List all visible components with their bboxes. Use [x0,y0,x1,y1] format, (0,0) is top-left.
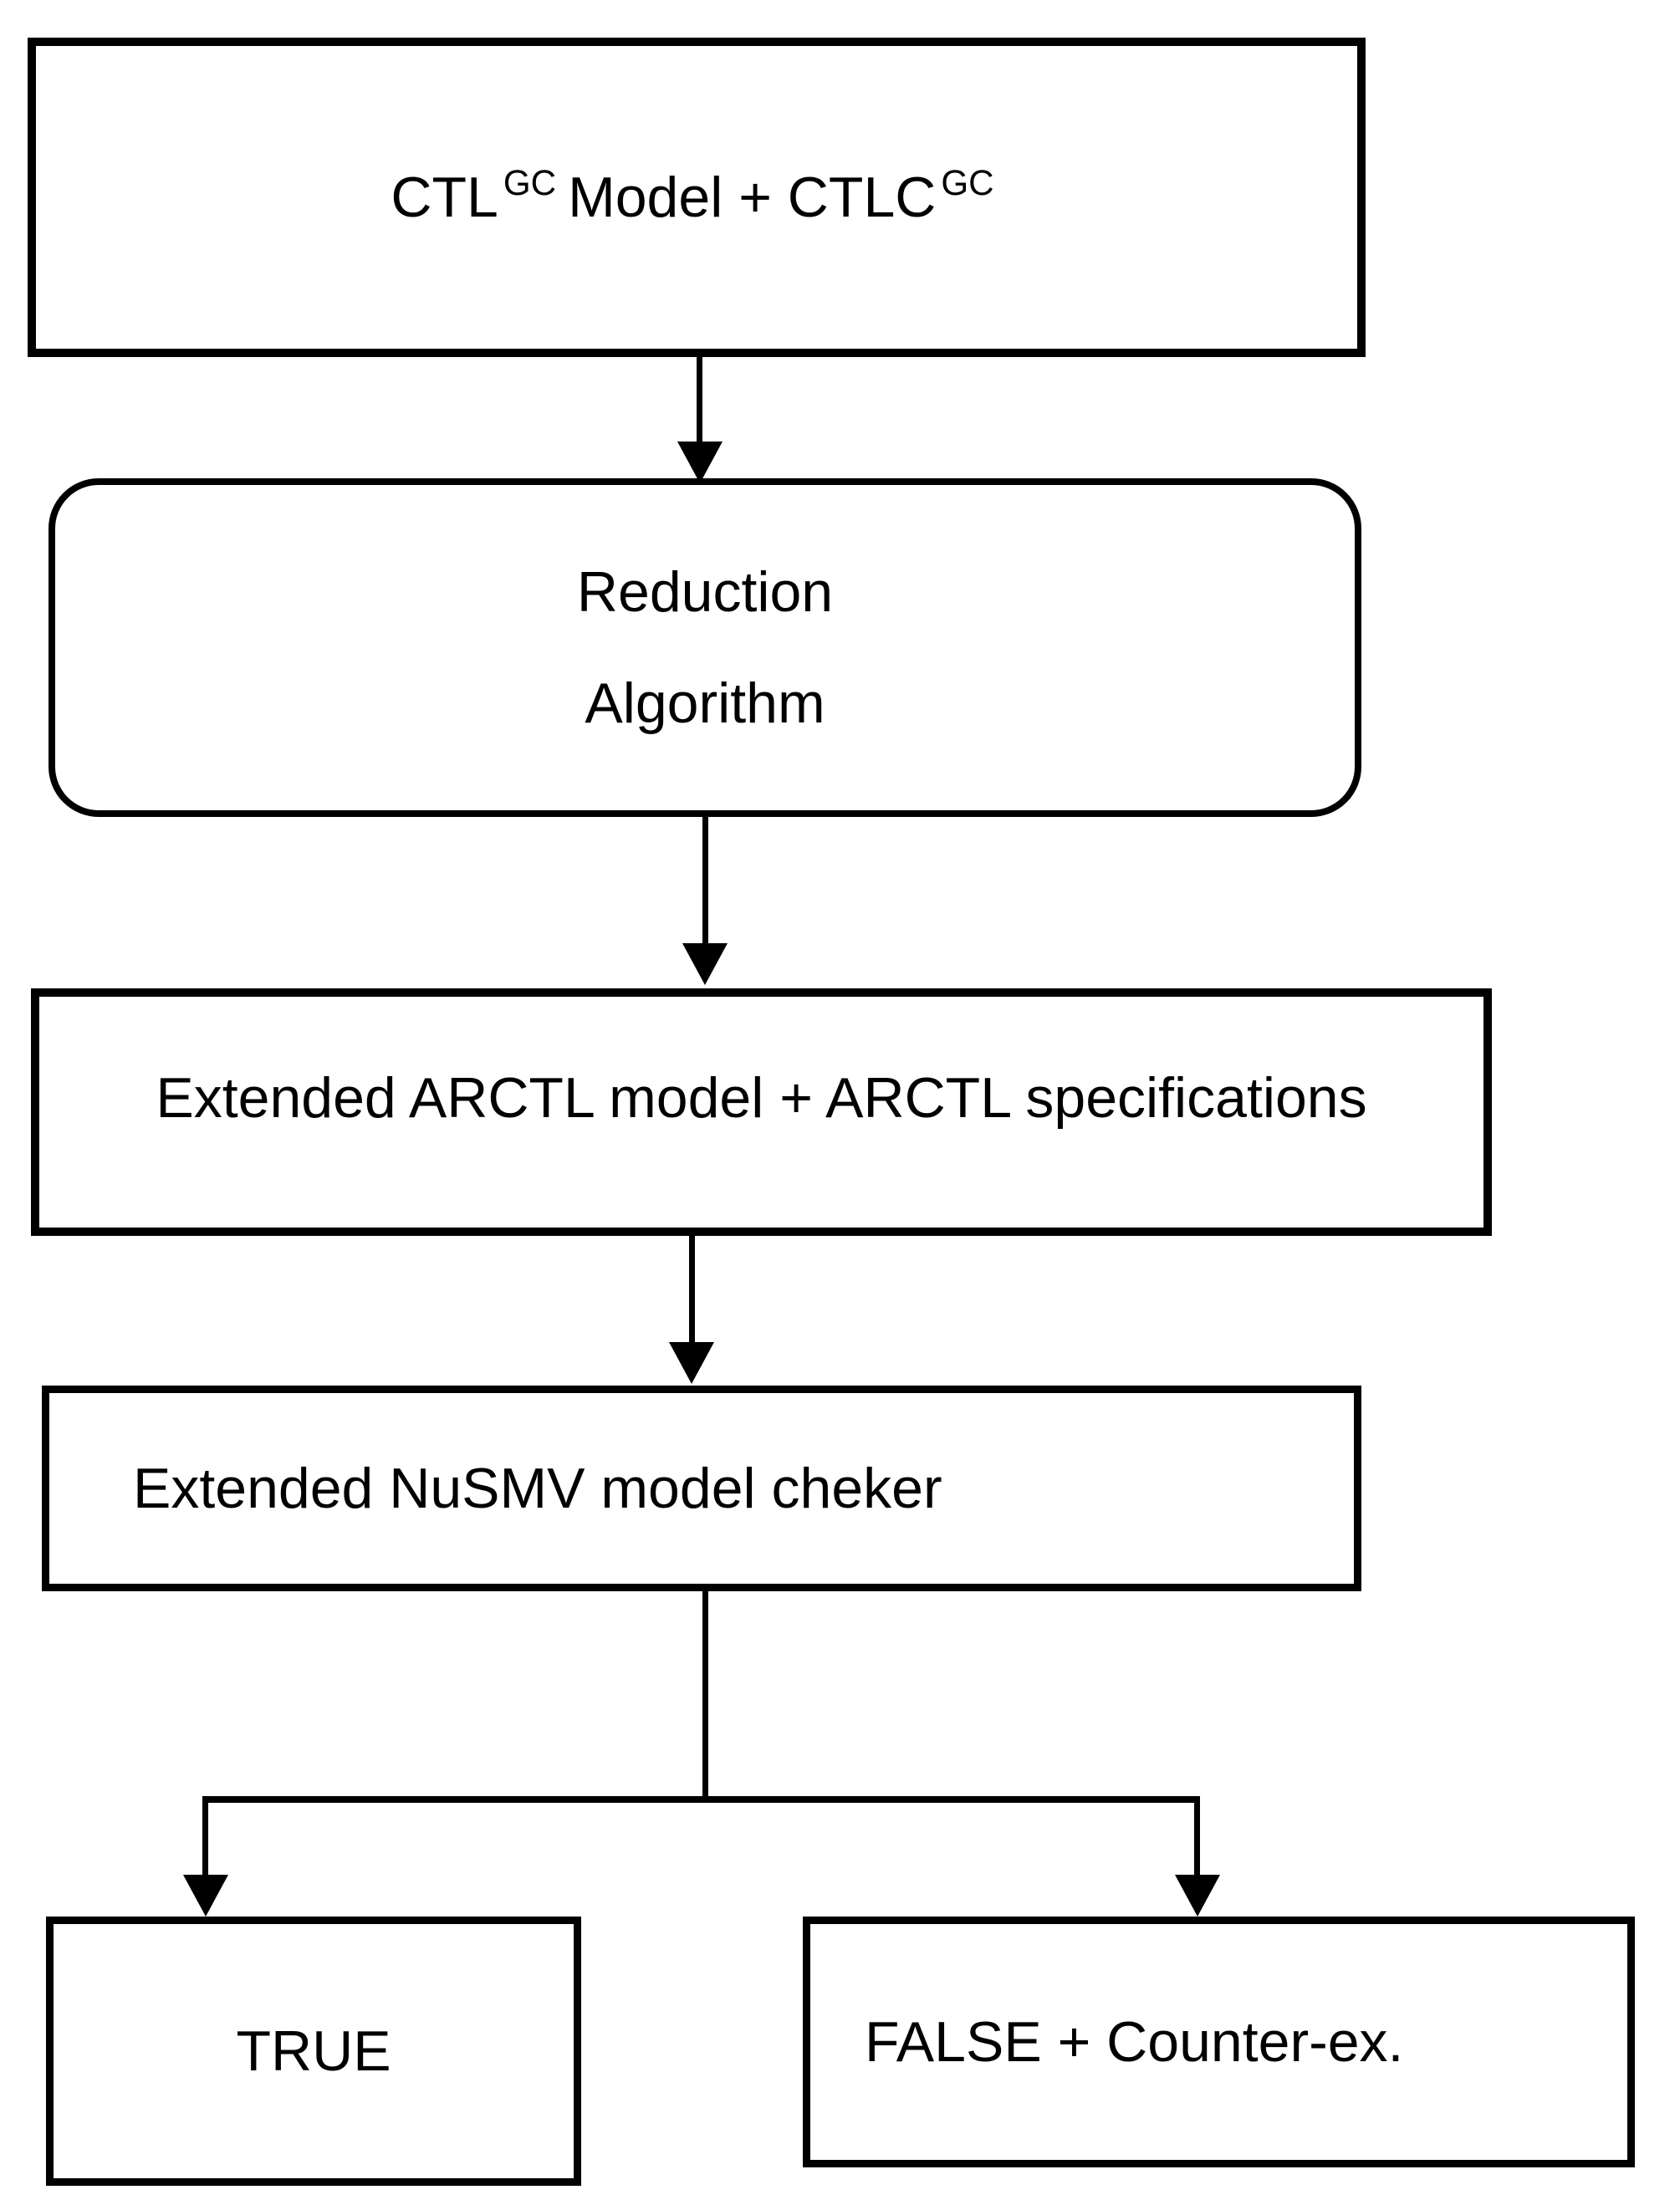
model-plus-ctlc-text: Model + CTLC [568,165,937,229]
ctlc-superscript-gc: GC [941,162,994,202]
connector-nusmv-down-stem [702,1591,708,1799]
algorithm-line: Algorithm [585,671,825,735]
true-label: TRUE [236,2019,391,2083]
node-true-result: TRUE [46,1917,581,2186]
arrow-arctl-to-nusmv-stem [689,1236,695,1342]
arrow-reduction-to-arctl-head [682,943,728,985]
node-extended-nusmv-checker: Extended NuSMV model cheker [42,1386,1361,1591]
arrow-input-to-reduction-stem [697,357,702,445]
false-counterex-label: FALSE + Counter-ex. [865,2009,1404,2074]
node-extended-arctl-model: Extended ARCTL model + ARCTL specificati… [31,988,1492,1236]
node-false-counterexample-result: FALSE + Counter-ex. [803,1917,1635,2167]
arrow-branch-to-false-stem [1194,1796,1200,1876]
arrow-branch-to-true-stem [202,1796,208,1876]
arrow-branch-to-true-head [183,1875,228,1917]
extended-nusmv-label: Extended NuSMV model cheker [133,1456,942,1520]
ctl-superscript-gc: GC [503,162,557,202]
extended-arctl-label: Extended ARCTL model + ARCTL specificati… [156,1065,1367,1130]
arrow-arctl-to-nusmv-head [669,1342,714,1384]
node-reduction-algorithm: Reduction Algorithm [49,478,1361,817]
arrow-branch-to-false-head [1175,1875,1220,1917]
arrow-reduction-to-arctl-stem [702,817,708,943]
arrow-input-to-reduction-head [677,442,723,483]
ctl-text: CTL [391,165,498,229]
reduction-line: Reduction [576,559,834,624]
connector-branch-horizontal [202,1796,1200,1803]
